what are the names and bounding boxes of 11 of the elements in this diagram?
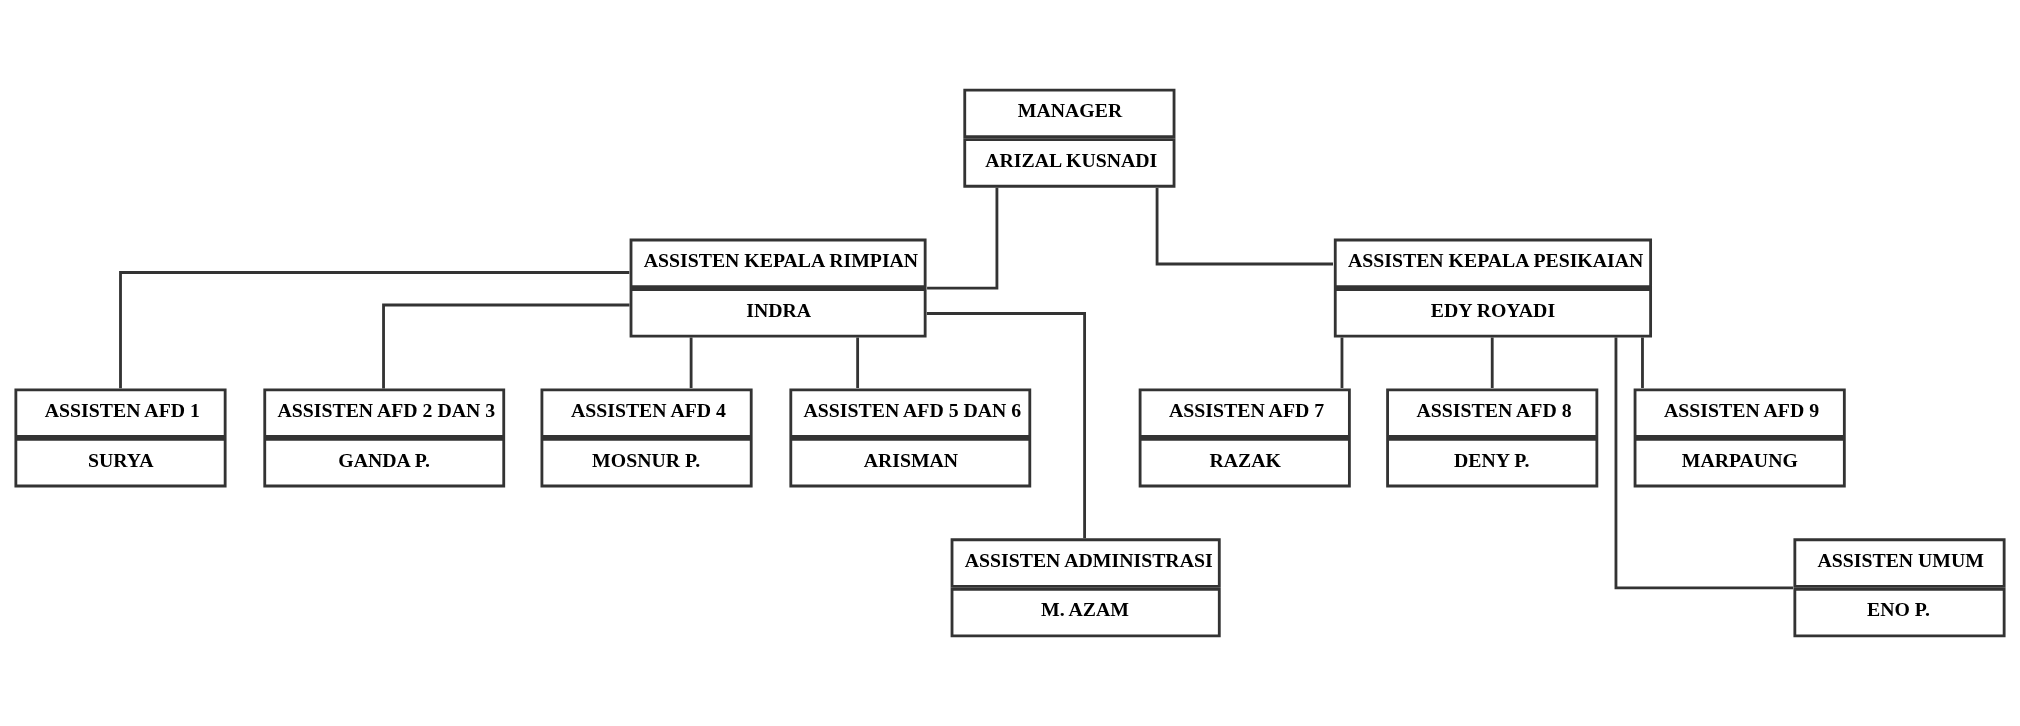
connector	[927, 187, 999, 290]
connector	[1340, 337, 1344, 388]
connector	[926, 312, 1086, 539]
connector	[1490, 337, 1494, 388]
connector	[1155, 187, 1333, 266]
connector	[1614, 337, 1794, 590]
connector	[382, 303, 630, 389]
connector	[119, 271, 630, 389]
connector	[1641, 337, 1644, 388]
connector	[689, 337, 693, 388]
connector	[856, 337, 860, 388]
